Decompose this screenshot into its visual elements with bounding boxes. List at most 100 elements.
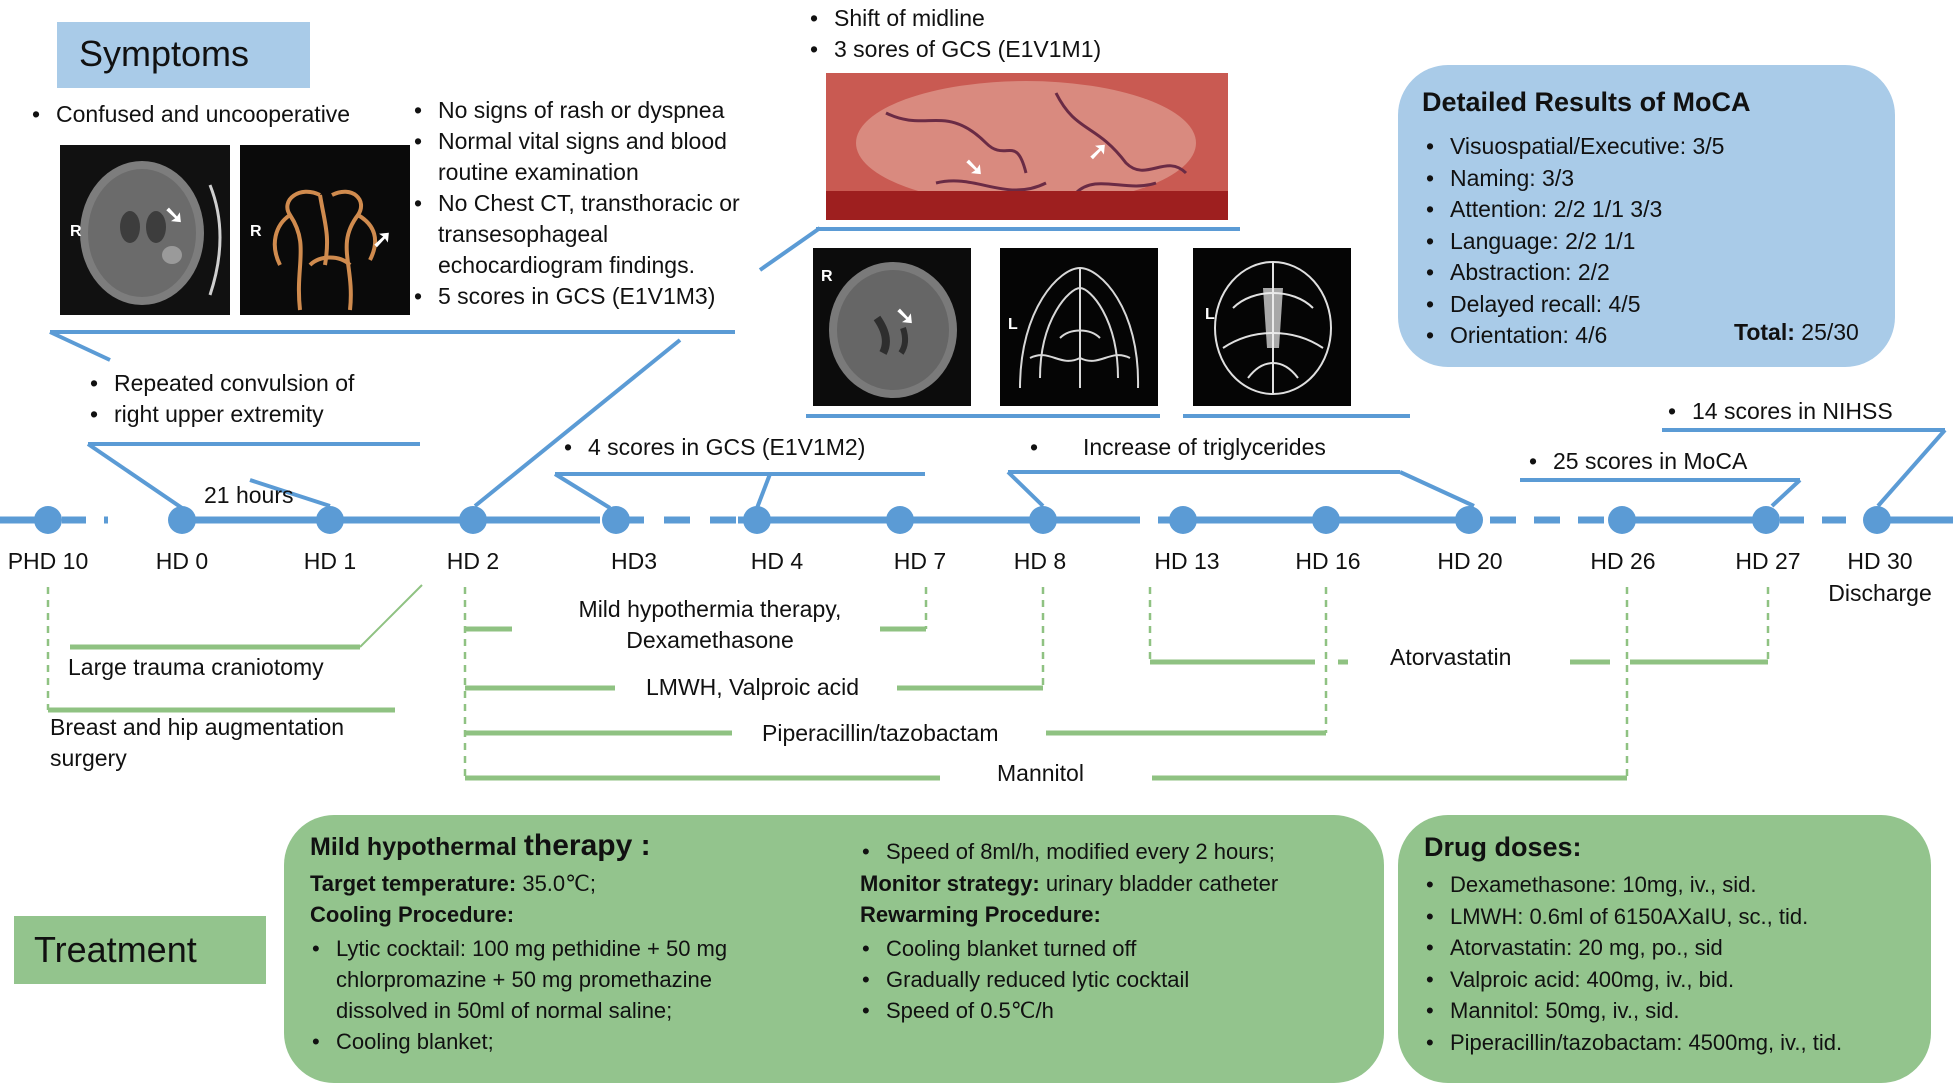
finding-item-continued: routine examination xyxy=(438,159,639,185)
nihss-item: 14 scores in NIHSS xyxy=(1666,398,1893,424)
lmwh-label: LMWH, Valproic acid xyxy=(646,674,860,700)
moca-item: Naming: 3/3 xyxy=(1424,163,1724,195)
cocktail-line-3: dissolved in 50ml of normal saline; xyxy=(336,998,673,1023)
angiography-image-1: R ➚ xyxy=(240,145,410,315)
moca-item: Abstraction: 2/2 xyxy=(1424,257,1724,289)
cooling-list: Lytic cocktail: 100 mg pethidine + 50 mg… xyxy=(310,933,727,1057)
treatment-tag: Treatment xyxy=(14,916,266,984)
ct-scan-image-1: R ➘ xyxy=(60,145,230,315)
venography-image-2: L xyxy=(1193,248,1351,406)
drug-doses-box: Drug doses: Dexamethasone: 10mg, iv., si… xyxy=(1398,815,1931,1083)
augmentation-label: Breast and hip augmentation surgery xyxy=(50,712,344,774)
drug-item: Piperacillin/tazobactam: 4500mg, iv., ti… xyxy=(1424,1027,1842,1059)
moca-total-value: 25/30 xyxy=(1801,319,1859,345)
blue-brackets xyxy=(49,226,1947,510)
day-label: HD 20 xyxy=(1437,548,1503,574)
target-temperature: Target temperature: 35.0℃; xyxy=(310,871,596,897)
symptoms-tag: Symptoms xyxy=(57,22,310,88)
blanket-item: Cooling blanket; xyxy=(310,1026,727,1057)
finding-item: Normal vital signs and blood xyxy=(412,126,740,157)
image-label: R xyxy=(821,268,833,285)
hypothermal-therapy-box: Mild hypothermal therapy : Target temper… xyxy=(284,815,1384,1083)
drug-doses-title: Drug doses: xyxy=(1424,832,1582,862)
monitor-strategy: Monitor strategy: urinary bladder cathet… xyxy=(860,871,1278,897)
image-label: L xyxy=(1205,306,1215,323)
piperacillin-label: Piperacillin/tazobactam xyxy=(762,720,999,746)
rewarming-list: Cooling blanket turned off Gradually red… xyxy=(860,933,1189,1026)
augmentation-line-2: surgery xyxy=(50,745,127,771)
day-label: HD 27 xyxy=(1735,548,1801,574)
gcs3-item: 3 sores of GCS (E1V1M1) xyxy=(808,34,1101,65)
triglycerides-note: Increase of triglycerides xyxy=(1083,434,1326,460)
day-label: HD3 xyxy=(610,548,657,574)
hypothermia-line-2: Dexamethasone xyxy=(626,627,794,653)
confused-item: Confused and uncooperative xyxy=(30,101,350,127)
rewarming-label: Rewarming Procedure: xyxy=(860,902,1101,927)
finding-item-continued: transesophageal xyxy=(438,221,609,247)
speed-list: Speed of 8ml/h, modified every 2 hours; xyxy=(860,839,1275,865)
drug-item: Mannitol: 50mg, iv., sid. xyxy=(1424,995,1842,1027)
day-label: HD 1 xyxy=(303,548,357,574)
arrow-icon: ➘ xyxy=(964,154,985,181)
finding-item: No Chest CT, transthoracic or xyxy=(412,188,740,219)
day-label: HD 0 xyxy=(155,548,209,574)
rewarm-item: Cooling blanket turned off xyxy=(860,933,1189,964)
day-label: HD 4 xyxy=(750,548,804,574)
drug-item: Atorvastatin: 20 mg, po., sid xyxy=(1424,932,1842,964)
mannitol-label: Mannitol xyxy=(997,760,1084,786)
green-treatment-lines xyxy=(48,584,1768,781)
drug-doses-list: Dexamethasone: 10mg, iv., sid. LMWH: 0.6… xyxy=(1424,869,1842,1058)
hypothermia-label: Mild hypothermia therapy, Dexamethasone xyxy=(540,594,880,656)
target-value: 35.0℃; xyxy=(522,871,596,896)
hours-label: 21 hours xyxy=(204,482,294,508)
moca25-item: 25 scores in MoCA xyxy=(1527,448,1747,474)
day-label: HD 13 xyxy=(1154,548,1220,574)
treatment-title: Treatment xyxy=(34,929,197,970)
venography-image-1: L xyxy=(1000,248,1158,406)
finding-item: 5 scores in GCS (E1V1M3) xyxy=(412,281,740,312)
green-dashed-verticals xyxy=(46,587,1770,778)
finding-item-continued: echocardiogram findings. xyxy=(438,252,695,278)
hypothermal-title-small: Mild hypothermal xyxy=(310,833,517,861)
symptoms-title: Symptoms xyxy=(79,33,250,74)
finding-item: No signs of rash or dyspnea xyxy=(412,95,740,126)
moca25-note: 25 scores in MoCA xyxy=(1527,448,1747,474)
moca-item: Orientation: 4/6 xyxy=(1424,320,1724,352)
drug-item: Dexamethasone: 10mg, iv., sid. xyxy=(1424,869,1842,901)
speed-item: Speed of 8ml/h, modified every 2 hours; xyxy=(860,839,1275,865)
arrow-icon: ➚ xyxy=(1088,138,1109,165)
convulsion-note: Repeated convulsion of right upper extre… xyxy=(88,368,354,430)
day-label: HD 26 xyxy=(1590,548,1656,574)
moca-items: Visuospatial/Executive: 3/5 Naming: 3/3 … xyxy=(1424,131,1724,352)
cocktail-line-2: chlorpromazine + 50 mg promethazine xyxy=(336,967,713,992)
discharge-label: Discharge xyxy=(1828,580,1932,606)
day-label: HD 16 xyxy=(1295,548,1361,574)
rewarm-item: Speed of 0.5℃/h xyxy=(860,995,1189,1026)
hypothermal-title: Mild hypothermal therapy : xyxy=(310,829,651,864)
moca-item: Visuospatial/Executive: 3/5 xyxy=(1424,131,1724,163)
target-label: Target temperature: xyxy=(310,871,517,896)
arrow-icon: ➘ xyxy=(895,303,916,330)
cooling-procedure-label: Cooling Procedure: xyxy=(310,902,515,927)
augmentation-line-1: Breast and hip augmentation xyxy=(50,714,345,740)
rewarm-item: Gradually reduced lytic cocktail xyxy=(860,964,1189,995)
drug-item: Valproic acid: 400mg, iv., bid. xyxy=(1424,964,1842,996)
gcs4-note: 4 scores in GCS (E1V1M2) xyxy=(562,434,865,460)
findings-list: No signs of rash or dyspnea Normal vital… xyxy=(412,95,740,312)
day-label: HD 7 xyxy=(893,548,947,574)
monitor-label: Monitor strategy: xyxy=(860,871,1040,896)
arrow-icon: ➚ xyxy=(372,226,393,253)
image-label: R xyxy=(70,223,82,240)
confused-note: Confused and uncooperative xyxy=(30,101,350,127)
triglycerides-bullet: • xyxy=(1030,434,1039,460)
nihss-note: 14 scores in NIHSS xyxy=(1666,398,1893,424)
moca-title: Detailed Results of MoCA xyxy=(1422,87,1751,117)
moca-total-label: Total: xyxy=(1734,319,1795,345)
cocktail-line-1: Lytic cocktail: 100 mg pethidine + 50 mg xyxy=(336,936,728,961)
gcs4-item: 4 scores in GCS (E1V1M2) xyxy=(562,434,865,460)
moca-total: Total: 25/30 xyxy=(1734,319,1859,345)
timeline-nodes xyxy=(34,506,1891,534)
ct-scan-image-2: R ➘ xyxy=(813,248,971,406)
convulsion-line-1: Repeated convulsion of xyxy=(88,368,354,399)
